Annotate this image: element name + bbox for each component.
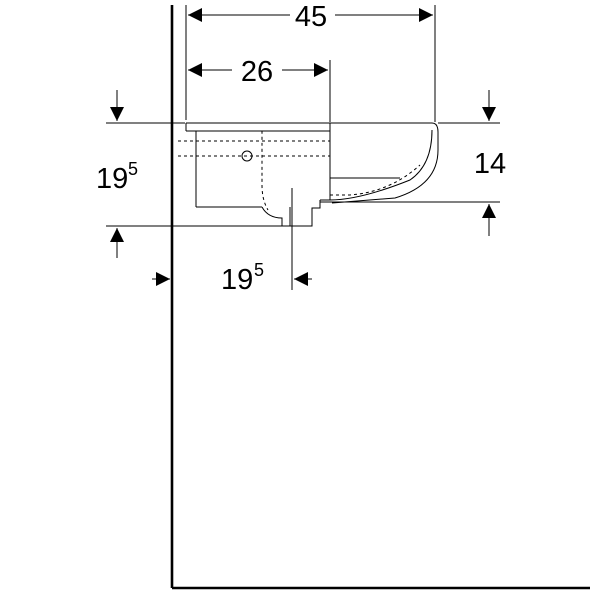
dimension-label-drain-sup: 5: [254, 260, 264, 280]
dimension-bowl-width: 26: [188, 56, 328, 88]
hidden-lines: [178, 131, 421, 211]
extension-lines: [106, 5, 500, 290]
dimension-label-14: 14: [474, 148, 506, 180]
dimension-label-left-sup: 5: [128, 159, 138, 179]
dimension-label-45: 45: [295, 1, 327, 33]
dimension-label-26: 26: [241, 56, 273, 88]
dimension-drain-offset: 19 5: [152, 260, 312, 296]
wall-and-floor: [170, 5, 590, 590]
dimension-right-height: 14: [474, 90, 506, 236]
dimension-label-left-19: 19: [96, 163, 128, 195]
dimension-overall-width: 45: [188, 1, 433, 33]
dimension-left-height: 19 5: [96, 90, 138, 258]
dimension-label-drain-19: 19: [221, 264, 253, 296]
basin-outline: [185, 122, 439, 227]
